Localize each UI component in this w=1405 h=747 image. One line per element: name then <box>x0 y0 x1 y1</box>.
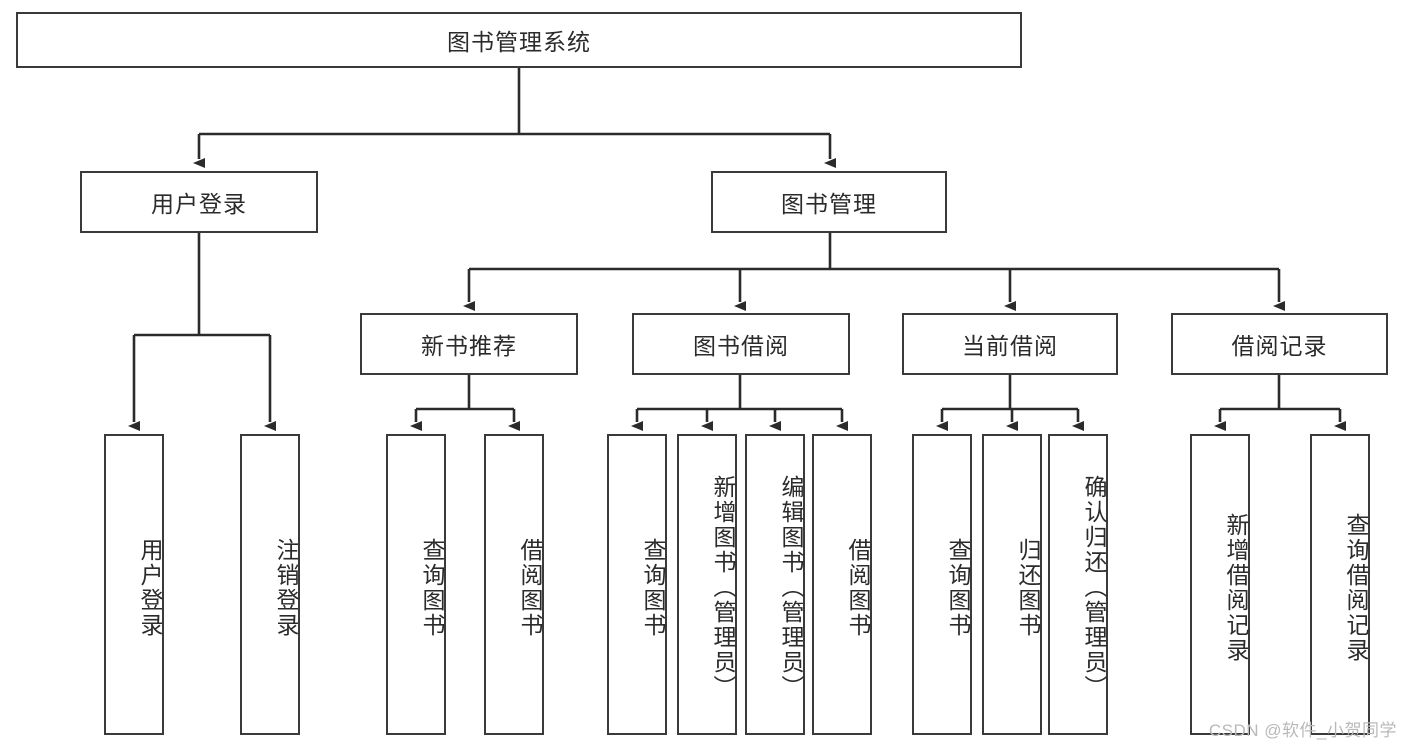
node-book-manage[interactable]: 图书管理 <box>711 171 947 233</box>
node-leaf-add-book[interactable]: 新增图书（管理员） <box>677 434 737 735</box>
node-leaf-user-logout-label: 注销登录 <box>273 537 299 638</box>
node-leaf-query-record[interactable]: 查询借阅记录 <box>1310 434 1370 735</box>
node-borrow-records-label: 借阅记录 <box>1231 333 1328 359</box>
node-leaf-query-book-2[interactable]: 查询图书 <box>607 434 667 735</box>
node-current-borrow-label: 当前借阅 <box>962 333 1058 359</box>
watermark: CSDN @软件_小贺同学 <box>1208 721 1397 740</box>
node-leaf-edit-book-label: 编辑图书（管理员） <box>778 475 804 700</box>
node-user-login-label: 用户登录 <box>151 191 247 217</box>
node-current-borrow[interactable]: 当前借阅 <box>902 313 1118 375</box>
node-leaf-confirm-return[interactable]: 确认归还（管理员） <box>1048 434 1108 735</box>
node-leaf-borrow-book-1-label: 借阅图书 <box>517 537 543 638</box>
node-book-manage-label: 图书管理 <box>781 191 877 217</box>
node-leaf-add-book-label: 新增图书（管理员） <box>710 475 736 700</box>
node-book-borrow-label: 图书借阅 <box>693 333 789 359</box>
node-book-borrow[interactable]: 图书借阅 <box>632 313 850 375</box>
node-leaf-user-login-label: 用户登录 <box>137 537 163 638</box>
node-leaf-borrow-book-1[interactable]: 借阅图书 <box>484 434 544 735</box>
node-leaf-add-record-label: 新增借阅记录 <box>1223 512 1249 663</box>
node-new-book-recommend[interactable]: 新书推荐 <box>360 313 578 375</box>
node-leaf-confirm-return-label: 确认归还（管理员） <box>1081 475 1107 700</box>
node-leaf-return-book-label: 归还图书 <box>1015 537 1041 638</box>
node-leaf-borrow-book-2-label: 借阅图书 <box>845 537 871 638</box>
node-leaf-query-book-1[interactable]: 查询图书 <box>386 434 446 735</box>
node-leaf-query-record-label: 查询借阅记录 <box>1343 512 1369 663</box>
node-leaf-query-book-1-label: 查询图书 <box>419 537 445 638</box>
node-leaf-user-logout[interactable]: 注销登录 <box>240 434 300 735</box>
node-leaf-query-book-2-label: 查询图书 <box>640 537 666 638</box>
node-borrow-records[interactable]: 借阅记录 <box>1171 313 1388 375</box>
node-leaf-edit-book[interactable]: 编辑图书（管理员） <box>745 434 805 735</box>
node-new-book-recommend-label: 新书推荐 <box>421 333 517 359</box>
node-root[interactable]: 图书管理系统 <box>16 12 1022 68</box>
node-leaf-query-book-3-label: 查询图书 <box>945 537 971 638</box>
node-leaf-borrow-book-2[interactable]: 借阅图书 <box>812 434 872 735</box>
node-leaf-add-record[interactable]: 新增借阅记录 <box>1190 434 1250 735</box>
node-root-label: 图书管理系统 <box>447 29 591 55</box>
node-leaf-user-login[interactable]: 用户登录 <box>104 434 164 735</box>
node-user-login[interactable]: 用户登录 <box>80 171 318 233</box>
node-leaf-return-book[interactable]: 归还图书 <box>982 434 1042 735</box>
node-leaf-query-book-3[interactable]: 查询图书 <box>912 434 972 735</box>
